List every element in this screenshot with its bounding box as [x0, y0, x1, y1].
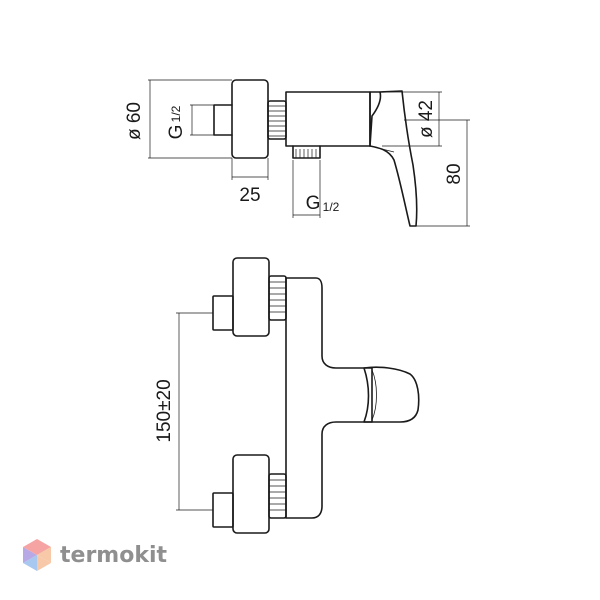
side-body — [285, 91, 371, 147]
side-view: ø 60 G 1/2 25 G 1/2 ø 42 80 — [124, 79, 470, 227]
dim-center-distance: 150±20 — [154, 379, 175, 442]
termokit-logo: termokit — [23, 539, 167, 571]
side-inlet-stub — [213, 104, 233, 136]
dim-flange-depth: 25 — [239, 185, 260, 206]
front-body — [285, 277, 373, 519]
front-handle — [363, 366, 420, 423]
dim-handle-diameter: ø 42 — [416, 100, 437, 138]
front-handle-edge — [371, 369, 377, 421]
dim-thread-outlet-fraction: 1/2 — [323, 200, 340, 214]
dim-thread-outlet: G — [306, 193, 321, 214]
side-hex-nut — [267, 100, 287, 140]
front-upper-flange — [232, 257, 270, 337]
dim-thread-inlet-group: G 1/2 — [166, 105, 187, 139]
front-lower-flange — [232, 454, 270, 534]
front-view: 150±20 — [154, 257, 420, 534]
dim-body-diameter: ø 60 — [124, 102, 145, 140]
front-lower-nut — [268, 473, 287, 519]
logo-text: termokit — [60, 543, 167, 568]
side-lever — [369, 90, 418, 227]
dim-thread-inlet-fraction: 1/2 — [169, 105, 183, 122]
side-outlet — [292, 145, 321, 159]
front-lower-stub — [212, 492, 234, 528]
side-flange — [231, 79, 269, 159]
front-upper-nut — [268, 275, 287, 321]
dim-thread-outlet-group: G 1/2 — [306, 193, 340, 214]
dim-handle-height: 80 — [444, 163, 465, 184]
front-upper-stub — [212, 295, 234, 331]
side-handle — [369, 91, 382, 147]
dim-thread-inlet: G — [166, 125, 187, 140]
hexagon-logo-icon — [23, 539, 51, 571]
